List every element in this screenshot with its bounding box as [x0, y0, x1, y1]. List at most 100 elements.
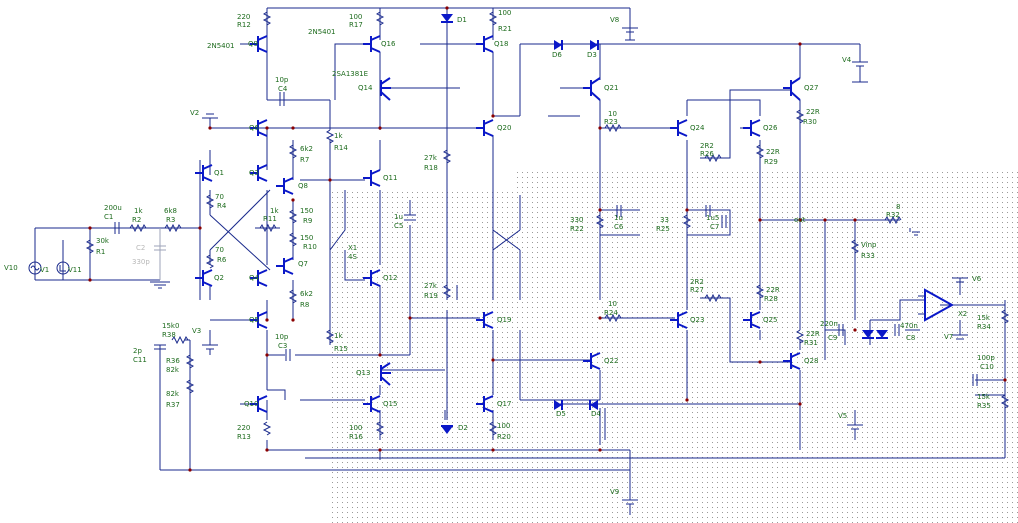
label-Q14-part: 2SA1381E — [332, 70, 368, 78]
label-Q10: Q10 — [244, 400, 258, 408]
label-X1: X1 — [348, 244, 357, 252]
label-Q5: Q5 — [249, 316, 259, 324]
grid-region-lower — [330, 190, 1018, 523]
label-Q4: Q4 — [249, 274, 260, 282]
label-Q18: Q18 — [494, 40, 508, 48]
transistor-Q11 — [363, 169, 381, 187]
label-R30: R30 — [803, 118, 817, 126]
label-R23: R23 — [604, 118, 618, 126]
label-V1: V1 — [40, 266, 49, 274]
label-Q9: Q9 — [248, 40, 258, 48]
label-C5-value: 1u — [394, 213, 403, 221]
label-R35: R35 — [977, 402, 991, 410]
label-D3: D3 — [587, 51, 597, 59]
label-R8-value: 6k2 — [300, 290, 313, 298]
transistor-Q13 — [380, 362, 391, 386]
label-R36-value: 82k — [166, 366, 180, 374]
transistor-Q2 — [195, 269, 213, 287]
label-Q17: Q17 — [497, 400, 511, 408]
label-R9: R9 — [303, 217, 312, 225]
label-Q2: Q2 — [214, 274, 224, 282]
label-Q23: Q23 — [690, 316, 704, 324]
label-Q15: Q15 — [383, 400, 397, 408]
label-C4: C4 — [278, 85, 288, 93]
label-R32: R32 — [886, 211, 900, 219]
label-R25: R25 — [656, 225, 670, 233]
label-R31: R31 — [804, 339, 818, 347]
transistor-Q9 — [250, 35, 268, 53]
label-R14: R14 — [334, 144, 348, 152]
label-C2-value: 330p — [132, 258, 150, 266]
label-X1-value: 4S — [348, 253, 357, 261]
label-R7: R7 — [300, 156, 309, 164]
label-R23-value: 10 — [608, 110, 617, 118]
label-R21: R21 — [498, 25, 512, 33]
label-X2: X2 — [958, 310, 967, 318]
label-R18-value: 27k — [424, 154, 438, 162]
label-R7-value: 6k2 — [300, 145, 313, 153]
label-V9: V9 — [610, 488, 619, 496]
transistor-Q18 — [476, 35, 494, 53]
ground-symbols — [625, 39, 920, 236]
label-R17-value: 100 — [349, 13, 362, 21]
label-R11-value: 1k — [270, 207, 279, 215]
label-R4-value: 70 — [215, 193, 224, 201]
label-C8-value: 470n — [900, 322, 918, 330]
label-C10-value: 100p — [977, 354, 995, 362]
capacitors — [114, 92, 978, 386]
label-R22-value: 330 — [570, 216, 583, 224]
junction-dots — [88, 6, 1007, 472]
label-D2: D2 — [458, 424, 468, 432]
label-R19-value: 27k — [424, 282, 438, 290]
label-Q3: Q3 — [249, 169, 259, 177]
label-C5: C5 — [394, 222, 403, 230]
label-R15-value: 1k — [334, 332, 343, 340]
label-R18: R18 — [424, 164, 438, 172]
resistors — [85, 11, 1010, 436]
label-C2: C2 — [136, 244, 145, 252]
transistor-Q4 — [250, 269, 268, 287]
label-R17: R17 — [349, 21, 363, 29]
transistor-Q12 — [363, 269, 381, 287]
label-R11: R11 — [263, 215, 277, 223]
transistor-Q7 — [276, 257, 294, 275]
transistor-Q22 — [583, 352, 601, 370]
label-R34-value: 15k — [977, 314, 991, 322]
label-R10-value: 150 — [300, 234, 313, 242]
label-V10: V10 — [4, 264, 18, 272]
net-label-out: out — [794, 216, 806, 224]
label-R28: R28 — [764, 295, 778, 303]
label-R1: R1 — [96, 248, 105, 256]
label-R16-value: 100 — [349, 424, 362, 432]
label-R3: R3 — [166, 216, 175, 224]
label-R20: R20 — [497, 433, 511, 441]
diodes — [441, 14, 888, 434]
label-Q9-part: 2N5401 — [207, 42, 235, 50]
transistor-Q8 — [276, 177, 294, 195]
label-R25-value: 33 — [660, 216, 669, 224]
label-R31-value: 22R — [806, 330, 820, 338]
label-R26: R26 — [700, 150, 714, 158]
label-Q28: Q28 — [804, 357, 818, 365]
label-R13: R13 — [237, 433, 251, 441]
transistor-Q20 — [476, 119, 494, 137]
label-C1: C1 — [104, 213, 113, 221]
label-Q22: Q22 — [604, 357, 618, 365]
label-R29-value: 22R — [766, 148, 780, 156]
label-R37-value: 82k — [166, 390, 180, 398]
label-R14-value: 1k — [334, 132, 343, 140]
label-C3-value: 10p — [275, 333, 289, 341]
label-R29: R29 — [764, 158, 778, 166]
transistor-Q26 — [743, 119, 761, 137]
transistor-Q10 — [250, 395, 268, 413]
label-C11: C11 — [133, 356, 147, 364]
label-Q16: Q16 — [381, 40, 396, 48]
label-R32-value: 8 — [896, 203, 900, 211]
label-R13-value: 220 — [237, 424, 250, 432]
label-V4: V4 — [842, 56, 852, 64]
transistor-Q23 — [670, 311, 688, 329]
label-C9-value: 220n — [820, 320, 838, 328]
label-D1: D1 — [457, 16, 467, 24]
label-R27-value: 2R2 — [690, 278, 704, 286]
